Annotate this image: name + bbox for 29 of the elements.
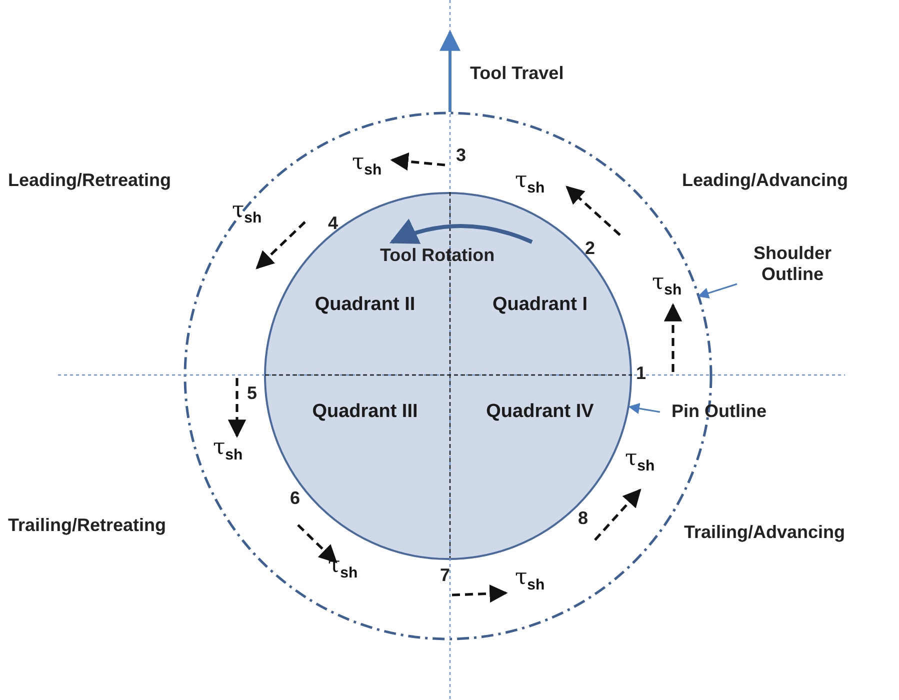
leader-arrow bbox=[698, 283, 738, 298]
zone-label: Leading/Retreating bbox=[8, 170, 172, 191]
stress-label: τ$_{sh}$ bbox=[515, 565, 545, 594]
position-number: 7 bbox=[440, 565, 450, 586]
position-number: 2 bbox=[585, 238, 596, 259]
stress-label: τ$_{sh}$ bbox=[625, 446, 655, 475]
zone-label: Trailing/Advancing bbox=[684, 522, 846, 543]
position-number: 6 bbox=[290, 488, 300, 509]
direction-label: Tool Rotation bbox=[380, 245, 495, 266]
quadrant-label: Quadrant III bbox=[311, 401, 419, 423]
position-number: 1 bbox=[636, 363, 646, 384]
position-number: 8 bbox=[578, 508, 588, 529]
direction-label: Tool Travel bbox=[470, 63, 564, 84]
zone-label: Trailing/Retreating bbox=[8, 515, 166, 536]
stress-label: τ$_{sh}$ bbox=[213, 435, 243, 464]
stress-label: τ$_{sh}$ bbox=[515, 168, 545, 197]
position-number: 4 bbox=[328, 213, 338, 234]
stress-label: τ$_{sh}$ bbox=[232, 198, 262, 227]
outline-label: Pin Outline bbox=[664, 401, 774, 422]
quadrant-label: Quadrant I bbox=[491, 294, 588, 316]
quadrant-label: Quadrant IV bbox=[485, 401, 595, 423]
zone-label: Leading/Advancing bbox=[682, 170, 848, 191]
stress-label: τ$_{sh}$ bbox=[352, 150, 382, 179]
position-number: 3 bbox=[456, 145, 466, 166]
stress-label: τ$_{sh}$ bbox=[652, 270, 682, 299]
outline-label: Shoulder Outline bbox=[740, 243, 845, 284]
quadrant-label: Quadrant II bbox=[314, 294, 416, 316]
position-number: 5 bbox=[247, 383, 258, 404]
leader-arrow bbox=[628, 402, 660, 414]
